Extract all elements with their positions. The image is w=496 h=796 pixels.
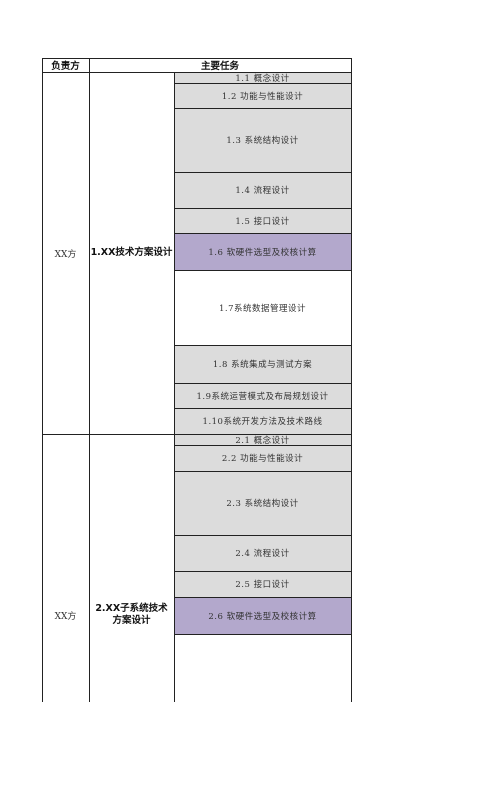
task-1-2: 1.2 功能与性能设计 <box>174 83 351 108</box>
group2-responsible: XX方 <box>54 611 77 622</box>
task-2-2: 2.2 功能与性能设计 <box>174 445 351 471</box>
task-1-9: 1.9系统运营模式及布局规划设计 <box>174 383 351 408</box>
task-1-3: 1.3 系统结构设计 <box>174 108 351 172</box>
task-1-8: 1.8 系统集成与测试方案 <box>174 345 351 383</box>
group1-category: 1.XX技术方案设计 <box>90 247 173 258</box>
header-responsible: 负责方 <box>42 58 89 72</box>
task-2-6: 2.6 软硬件选型及校核计算 <box>174 597 351 634</box>
task-2-4: 2.4 流程设计 <box>174 535 351 571</box>
task-1-7: 1.7系统数据管理设计 <box>174 270 351 345</box>
group2-category: 2.XX子系统技术方案设计 <box>95 603 168 626</box>
header-main-tasks: 主要任务 <box>89 58 351 72</box>
task-1-5: 1.5 接口设计 <box>174 208 351 233</box>
task-2-7-blank <box>174 634 351 702</box>
task-1-10: 1.10系统开发方法及技术路线 <box>174 408 351 434</box>
task-2-3: 2.3 系统结构设计 <box>174 471 351 535</box>
task-1-4: 1.4 流程设计 <box>174 172 351 208</box>
group1-responsible: XX方 <box>54 249 77 260</box>
task-1-6: 1.6 软硬件选型及校核计算 <box>174 233 351 270</box>
task-1-1: 1.1 概念设计 <box>174 72 351 84</box>
task-2-5: 2.5 接口设计 <box>174 571 351 597</box>
task-2-1: 2.1 概念设计 <box>174 434 351 446</box>
